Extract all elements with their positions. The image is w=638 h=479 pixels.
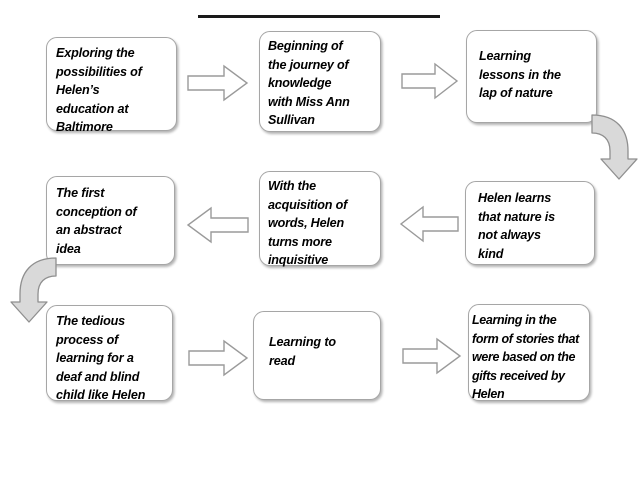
arrow-left-n6-to-n5 (398, 203, 460, 245)
flow-node-tedious-process-of-learning[interactable]: The tedious process of learning for a de… (46, 305, 173, 402)
flow-node-first-conception-abstract-idea[interactable]: The first conception of an abstract idea (46, 176, 175, 265)
flow-node-nature-not-always-kind[interactable]: Helen learns that nature is not always k… (465, 181, 595, 265)
arrow-right-n2-to-n3 (400, 60, 460, 102)
flow-node-learning-to-read[interactable]: Learning to read (253, 311, 381, 400)
flow-node-label: Learning to read (269, 335, 336, 368)
curved-arrow-down-right-icon (10, 256, 62, 332)
flow-node-label: Exploring the possibilities of Helen’s e… (56, 46, 142, 135)
flow-node-beginning-journey[interactable]: Beginning of the journey of knowledge wi… (259, 31, 381, 132)
arrow-left-n5-to-n4 (184, 204, 250, 246)
flow-node-stories-from-gifts[interactable]: Learning in the form of stories that wer… (468, 304, 590, 401)
arrow-right-n1-to-n2 (186, 62, 250, 104)
arrow-right-n8-to-n9 (401, 335, 463, 377)
flow-node-label: Helen learns that nature is not always k… (478, 191, 555, 261)
flow-node-lessons-lap-of-nature[interactable]: Learning lessons in the lap of nature (466, 30, 597, 123)
flow-node-label: The first conception of an abstract idea (56, 186, 137, 256)
curved-arrow-down-left-icon (586, 113, 638, 188)
flow-node-label: Learning lessons in the lap of nature (479, 49, 561, 101)
flow-node-label: With the acquisition of words, Helen tur… (268, 179, 348, 268)
top-horizontal-rule (198, 15, 440, 18)
flow-node-label: The tedious process of learning for a de… (56, 314, 146, 403)
flow-node-label: Beginning of the journey of knowledge wi… (268, 39, 350, 128)
flow-node-exploring-possibilities[interactable]: Exploring the possibilities of Helen’s e… (46, 37, 177, 134)
flow-node-label: Learning in the form of stories that wer… (472, 313, 579, 402)
arrow-right-n7-to-n8 (187, 337, 250, 379)
flow-node-acquisition-of-words[interactable]: With the acquisition of words, Helen tur… (259, 171, 381, 267)
